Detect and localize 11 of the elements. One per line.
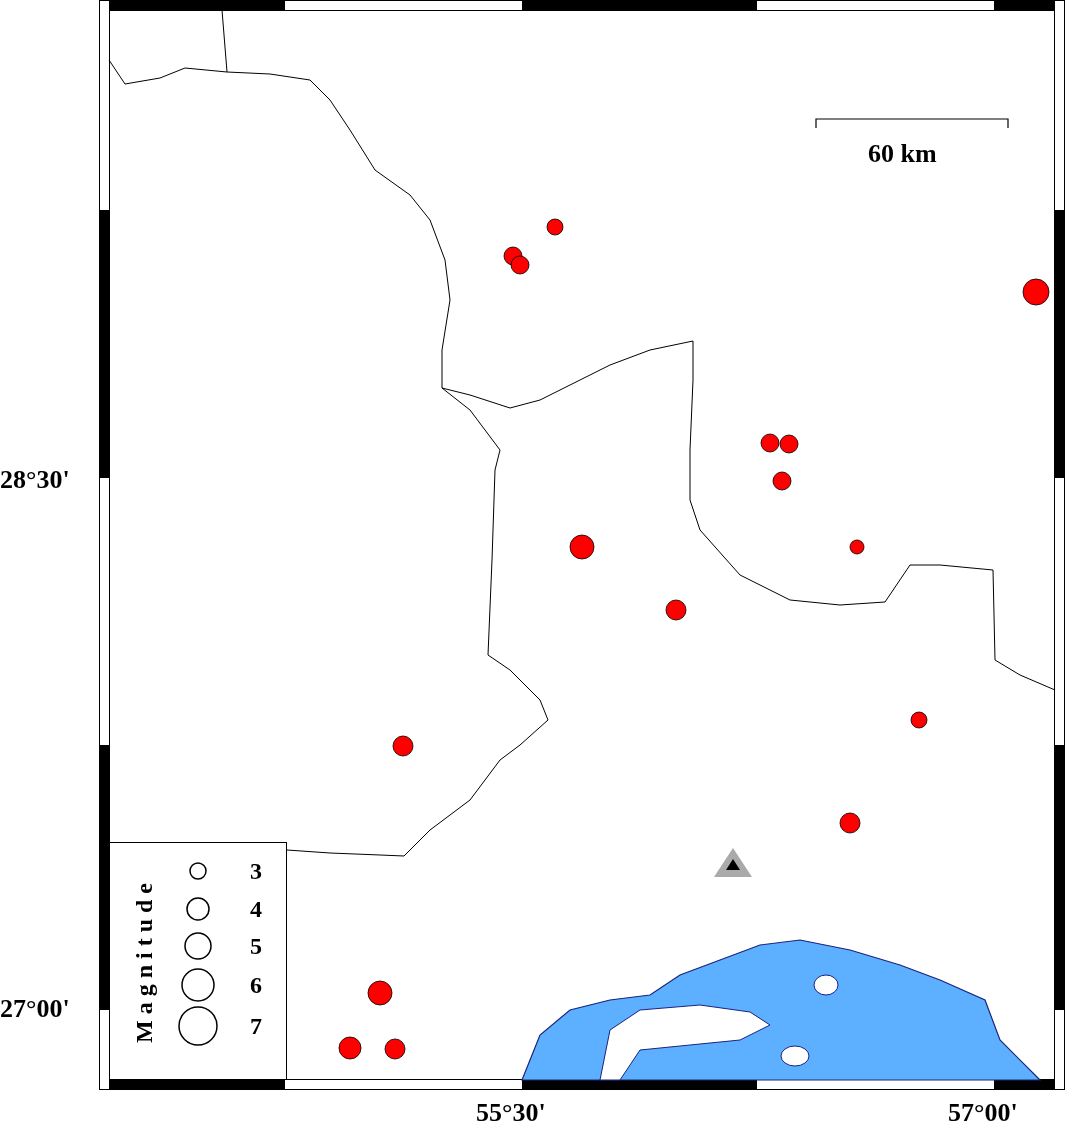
scale-label: 60 km <box>868 141 937 167</box>
legend-label: 3 <box>250 859 262 883</box>
legend-label: 4 <box>250 897 262 921</box>
legend-label: 7 <box>250 1014 262 1038</box>
longitude-label: 55°30' <box>476 1100 546 1126</box>
latitude-label: 28°30' <box>0 467 70 493</box>
legend-label: 6 <box>250 973 262 997</box>
latitude-label: 27°00' <box>0 996 70 1022</box>
legend-label: 5 <box>250 934 262 958</box>
longitude-label: 57°00' <box>948 1100 1018 1126</box>
legend-title: Magnitude <box>132 877 156 1043</box>
